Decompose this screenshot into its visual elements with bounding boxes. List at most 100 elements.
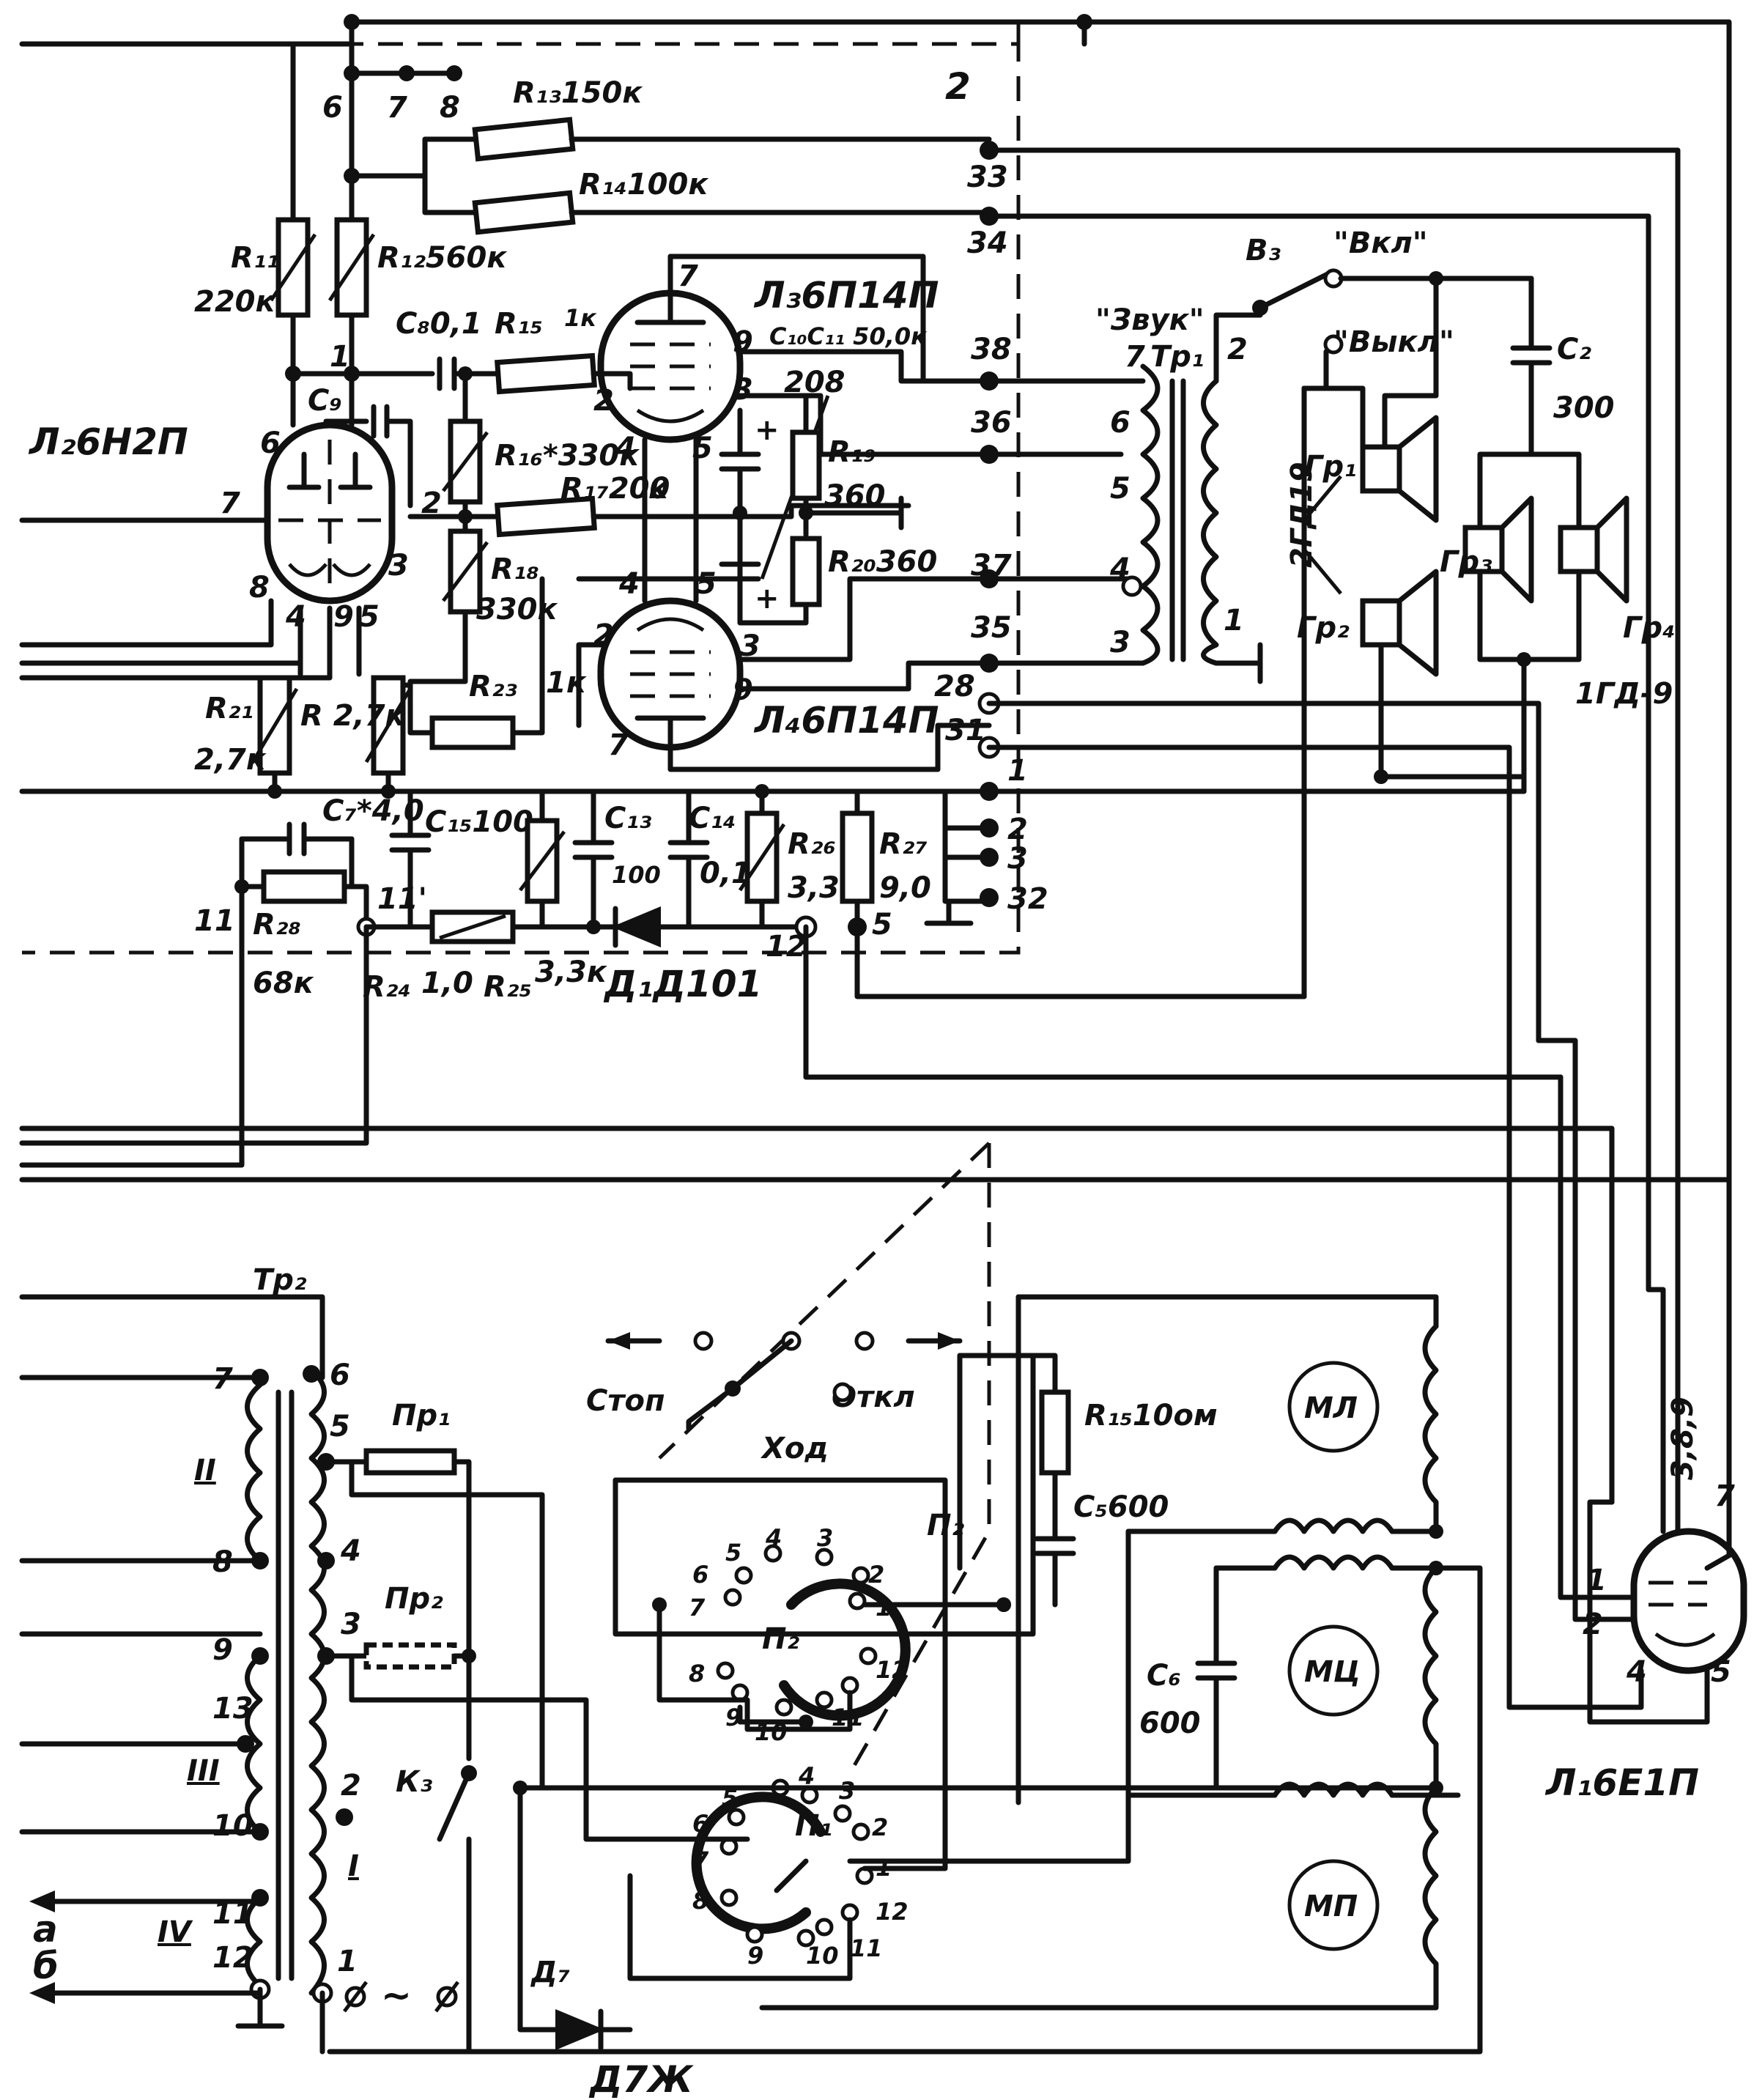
l1-pin5: 5 [1711, 1655, 1731, 1689]
p1-n12: 12 [876, 1898, 909, 1926]
l2-pin9: 9 [333, 600, 354, 634]
c13-value: 100 [612, 861, 661, 889]
resistor-r17 [407, 495, 911, 538]
pin-2-label: 2 [1007, 813, 1028, 846]
pin-34-label: 34 [967, 226, 1008, 260]
capacitor-c6 [1195, 1565, 1237, 1791]
pin-5-label: 5 [872, 908, 892, 942]
tr2-pin10: 10 [212, 1809, 254, 1843]
gr3-label: Гр₃ [1440, 545, 1492, 579]
c9-label: C₉ [308, 384, 342, 418]
resistor-r28 [261, 869, 347, 904]
tr2-pin4: 4 [340, 1534, 361, 1568]
c5-label: C₅600 [1073, 1490, 1169, 1524]
c15-label: C₁₅100 [425, 805, 533, 839]
l3-k: к [648, 472, 669, 506]
c13-label: C₁₃ [604, 802, 652, 835]
pin-35-label: 35 [971, 611, 1012, 645]
r26-label: R₂₆ [788, 827, 836, 861]
rotary-switch-p2[interactable] [716, 1544, 911, 1721]
pin-38-label: 38 [971, 333, 1012, 366]
capacitor-c14 [667, 788, 710, 930]
r15-value: 1к [564, 304, 597, 332]
p1-n2: 2 [872, 1814, 888, 1841]
tr1-pin5: 5 [1110, 472, 1131, 506]
output-b-label: б [33, 1945, 59, 1987]
gr1-label: Гр₁ [1304, 450, 1357, 484]
r23-value: 1к [546, 666, 587, 700]
pin-6-label: 6 [322, 91, 343, 125]
motor-mc [1287, 1624, 1380, 1717]
r17-label: R₁₇200 [560, 472, 670, 506]
capacitor-c10: + [719, 407, 780, 516]
b3-label: В₃ [1246, 234, 1281, 267]
l1-pin4: 4 [1626, 1655, 1647, 1689]
r20-label: R₂₀360 [828, 545, 937, 579]
motor-mc-label: МЦ [1304, 1655, 1361, 1689]
r22-label: R 2,7к [300, 699, 406, 733]
p1-n10: 10 [806, 1942, 839, 1970]
capacitor-c7 [239, 821, 355, 857]
tr2-pin9: 9 [212, 1633, 233, 1667]
motor-mp [1287, 1859, 1380, 1951]
resistor-r27 [840, 788, 875, 930]
pin-1-label: 1 [1007, 754, 1028, 788]
r15b-label: R₁₅10ом [1084, 1399, 1218, 1432]
tube-l4-label: Л₄6П14П [753, 699, 939, 742]
gr4-label: Гр₄ [1623, 611, 1676, 645]
r25-label: R₂₅ [484, 970, 532, 1004]
l2-pin5: 5 [359, 600, 380, 634]
tr2-pin1: 1 [337, 1945, 358, 1978]
r19-label: R₁₉ [828, 435, 876, 469]
p1-n6: 6 [692, 1810, 708, 1838]
tr1-pin6: 6 [1110, 406, 1131, 440]
motor-mp-label: МП [1304, 1890, 1358, 1923]
l3-pin2: 2 [593, 384, 614, 418]
p2-n3: 3 [817, 1524, 833, 1552]
r28-label: R₂₈ [253, 908, 301, 942]
motor-ml-label: МЛ [1304, 1391, 1358, 1425]
c6-label: C₆ [1147, 1659, 1181, 1693]
output-a-label: а [33, 1908, 58, 1951]
d1-label: Д₁Д101 [603, 963, 762, 1005]
pin-28-label: 28 [934, 670, 975, 703]
r24-label: R₂₄ [363, 970, 411, 1004]
d7-type-label: Д7Ж [588, 2058, 694, 2100]
pin-11-label: 11 [194, 904, 235, 938]
pin-8-label: 8 [440, 91, 460, 125]
speaker-gr4 [1558, 495, 1629, 604]
switch-b3[interactable] [1252, 268, 1344, 355]
resistor-r22 [364, 675, 412, 794]
pin-31-label: 31 [945, 714, 986, 747]
tube-l3 [597, 254, 926, 443]
p1-n9: 9 [747, 1942, 763, 1970]
svg-text:+: + [755, 413, 780, 447]
l1-pin2: 2 [1583, 1608, 1603, 1641]
tube-l2 [264, 421, 396, 605]
l3-pin4: 4 [615, 432, 636, 465]
switch-k3[interactable] [437, 1638, 477, 2055]
tr1-label: Тр₁ [1150, 340, 1204, 374]
tr2-label: Тр₂ [253, 1263, 307, 1297]
l2-pin1: 1 [330, 340, 350, 374]
mode-switch[interactable] [605, 1331, 963, 1432]
capacitor-c5 [1034, 1536, 1076, 1608]
pin-32-label: 32 [1007, 882, 1048, 916]
pin-12-label: 12 [766, 930, 807, 964]
mode-run-label: Ход [760, 1432, 829, 1465]
speaker-type-1gd9: 1ГД-9 [1575, 677, 1673, 711]
tr2-pin3: 3 [341, 1608, 361, 1641]
ac-symbol: ~ [381, 1974, 412, 2016]
k3-label: К₃ [396, 1765, 433, 1799]
c14-label: C₁₄ [689, 802, 736, 835]
resistor-r26 [738, 788, 786, 930]
tr2-winding-iii: III [187, 1754, 220, 1788]
p1-n3: 3 [839, 1777, 855, 1805]
tr2-pin2: 2 [341, 1769, 361, 1803]
tr2-pin5: 5 [330, 1410, 350, 1443]
p1-n5: 5 [722, 1784, 738, 1812]
resistor-r15 [495, 352, 633, 395]
motor-windings [327, 1294, 1483, 2055]
c10-c11-label: C₁₀C₁₁ 50,0к [769, 322, 928, 350]
r17-k: к [648, 472, 669, 506]
